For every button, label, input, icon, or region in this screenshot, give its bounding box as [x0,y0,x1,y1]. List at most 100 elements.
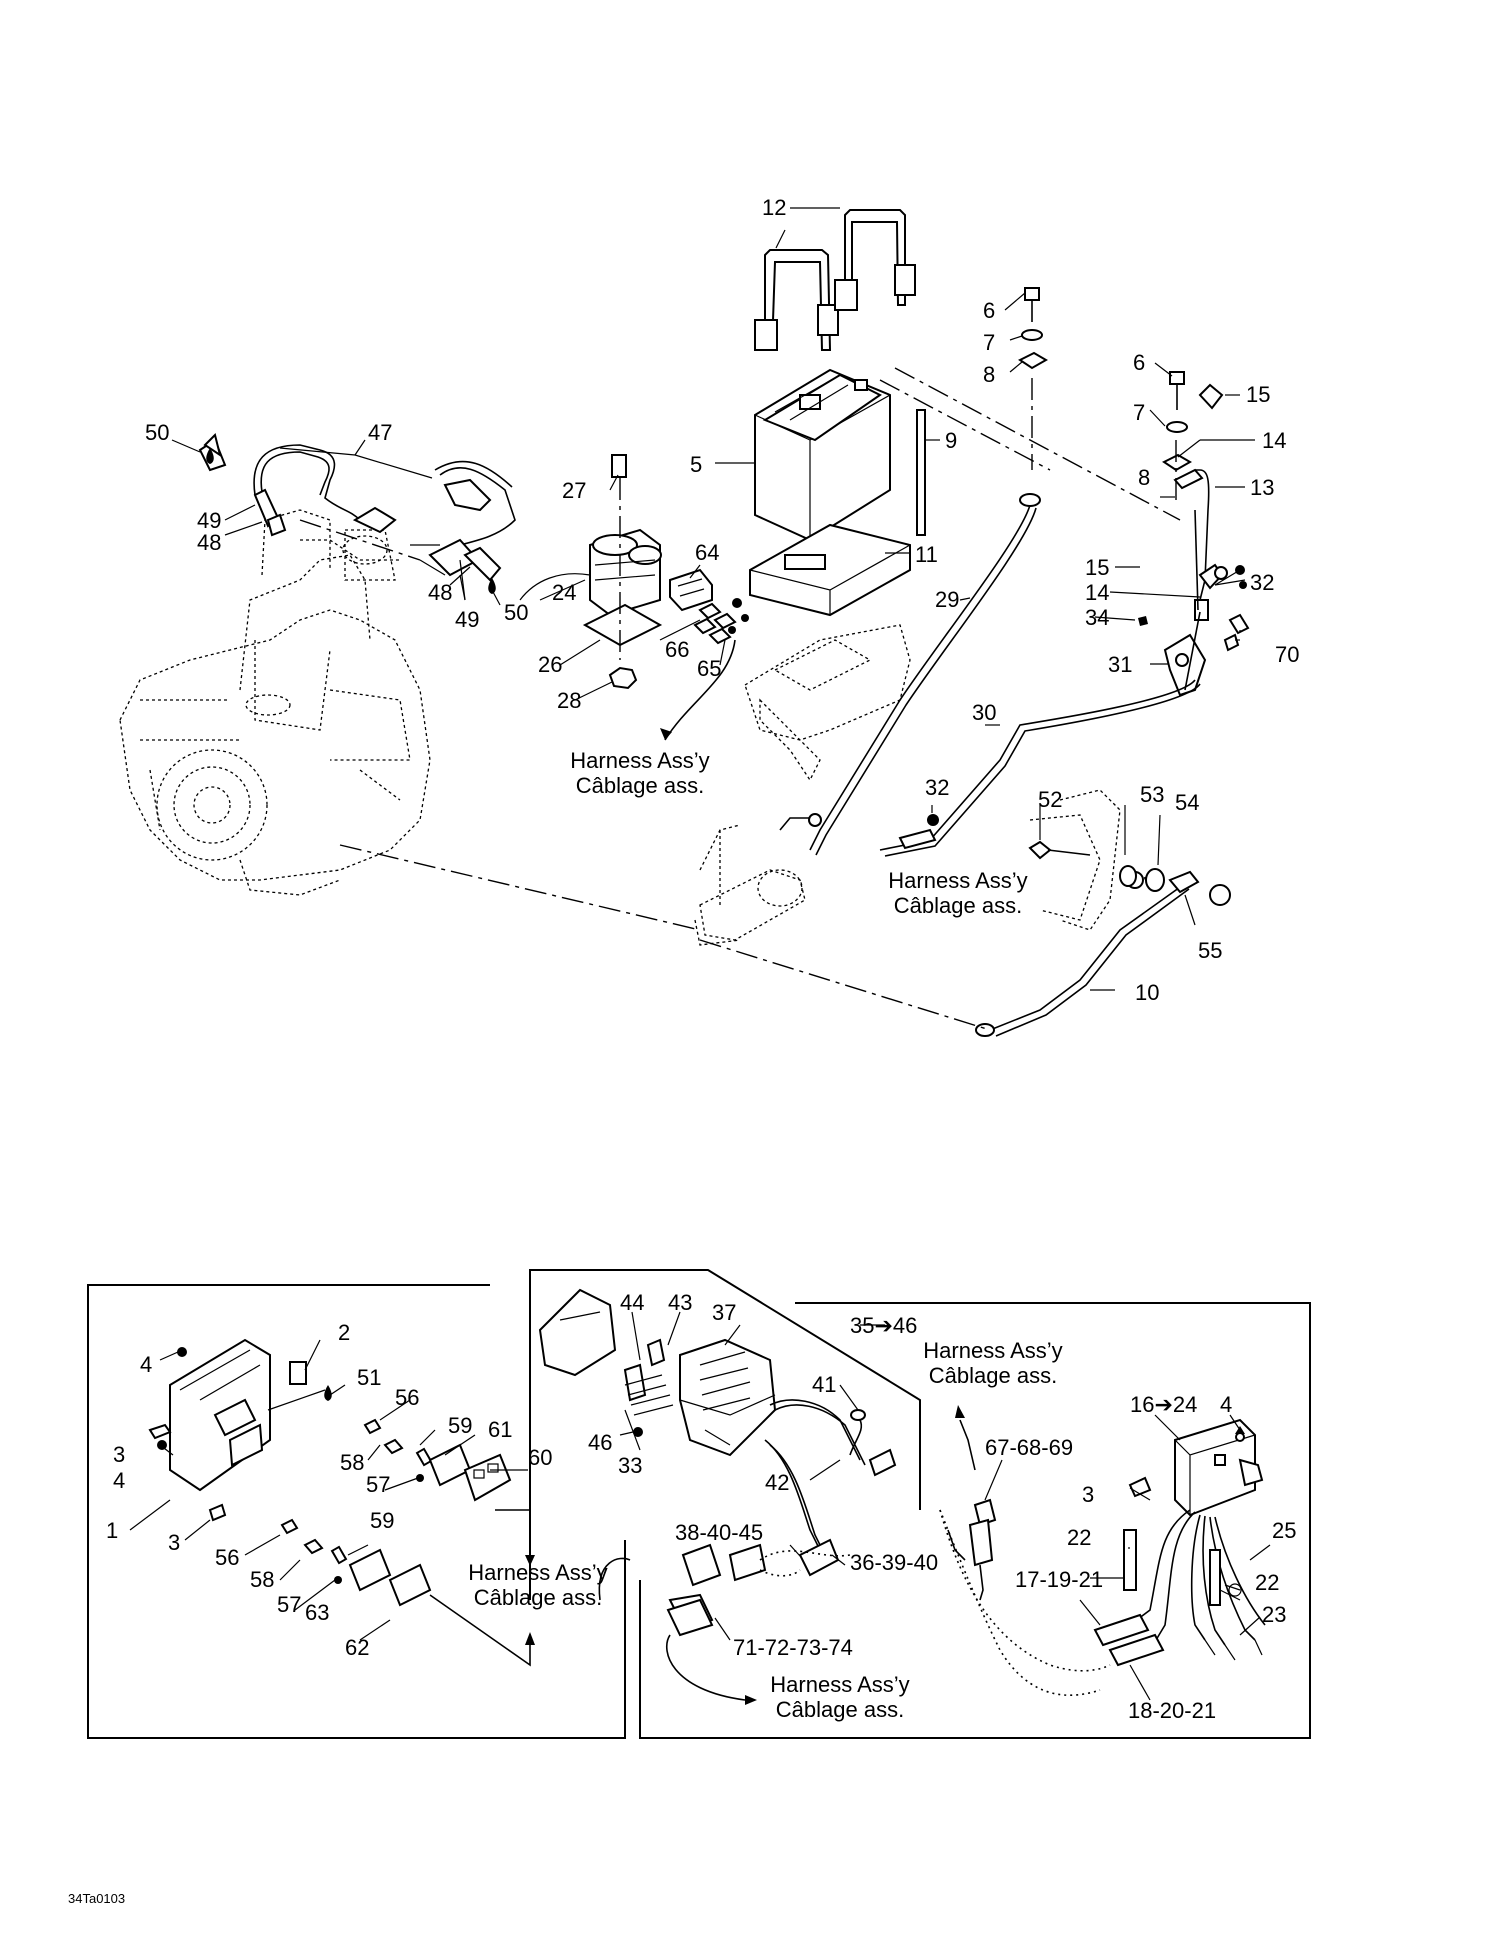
callout-57: 57 [277,1592,301,1617]
callout-50: 50 [504,600,528,625]
callout-27: 27 [562,478,586,503]
harness-notes: Harness Ass’y Câblage ass. Harness Ass’y… [468,748,1062,1722]
callout-11: 11 [915,542,938,567]
callout-52: 52 [1038,787,1062,812]
callout-38-40-45: 38-40-45 [675,1520,763,1545]
callout-64: 64 [695,540,719,565]
harness-note-en: Harness Ass’y [570,748,709,773]
callout-50: 50 [145,420,169,445]
figure-code: 34Ta0103 [68,1891,125,1906]
callout-70: 70 [1275,642,1299,667]
callout-25: 25 [1272,1518,1296,1543]
callout-6: 6 [983,298,995,323]
callout-58: 58 [340,1450,364,1475]
harness-note-en: Harness Ass’y [468,1560,607,1585]
callout-4: 4 [140,1352,152,1377]
callout-42: 42 [765,1470,789,1495]
callout-53: 53 [1140,782,1164,807]
callout-4: 4 [113,1468,125,1493]
callout-67-68-69: 67-68-69 [985,1435,1073,1460]
callout-49: 49 [197,508,221,533]
callout-35-46: 35➔46 [850,1313,917,1338]
harness-note-fr: Câblage ass. [894,893,1022,918]
callout-71-72-73-74: 71-72-73-74 [733,1635,853,1660]
callout-55: 55 [1198,938,1222,963]
ignition-coil [582,454,663,690]
callout-7: 7 [983,330,995,355]
callout-48: 48 [428,580,452,605]
callout-15: 15 [1246,382,1270,407]
callout-24: 24 [552,580,576,605]
callout-6: 6 [1133,350,1145,375]
callout-37: 37 [712,1300,736,1325]
callout-46: 46 [588,1430,612,1455]
battery-tray [749,523,911,617]
callout-4: 4 [1220,1392,1232,1417]
callout-33: 33 [618,1453,642,1478]
callout-8: 8 [983,362,995,387]
callout-65: 65 [697,656,721,681]
engine-assembly [119,509,431,896]
callout-56: 56 [215,1545,239,1570]
callout-54: 54 [1175,790,1199,815]
callout-17-19-21: 17-19-21 [1015,1567,1103,1592]
callout-3: 3 [168,1530,180,1555]
callout-15: 15 [1085,555,1109,580]
callout-10: 10 [1135,980,1159,1005]
leader-lines [129,207,1271,1701]
callout-58: 58 [250,1567,274,1592]
callout-61: 61 [488,1417,512,1442]
harness-note-fr: Câblage ass. [576,773,704,798]
callout-23: 23 [1262,1602,1286,1627]
harness-note-fr: Câblage ass. [929,1363,1057,1388]
spark-plug-wires [198,433,591,601]
callout-1: 1 [106,1518,118,1543]
callout-36-39-40: 36-39-40 [850,1550,938,1575]
callout-43: 43 [668,1290,692,1315]
callout-26: 26 [538,652,562,677]
callout-14: 14 [1262,428,1286,453]
regulator-harness-panel [529,1269,1311,1739]
callout-32: 32 [1250,570,1274,595]
callout-29: 29 [935,587,959,612]
callout-8: 8 [1138,465,1150,490]
callout-5: 5 [690,452,702,477]
callout-3: 3 [113,1442,125,1467]
callout-44: 44 [620,1290,644,1315]
harness-note-en: Harness Ass’y [770,1672,909,1697]
callout-34: 34 [1085,605,1109,630]
callout-59: 59 [448,1413,472,1438]
callout-48: 48 [197,530,221,555]
harness-note-fr: Câblage ass. [776,1697,904,1722]
callout-13: 13 [1250,475,1274,500]
callout-51: 51 [357,1365,381,1390]
callout-3: 3 [1082,1482,1094,1507]
battery [754,367,1181,542]
cdi-module-panel [87,1284,626,1739]
callout-14: 14 [1085,580,1109,605]
callout-62: 62 [345,1635,369,1660]
ground-hardware [898,814,1165,892]
callout-47: 47 [368,420,392,445]
callout-41: 41 [812,1372,836,1397]
connector-64 [660,568,749,741]
callout-31: 31 [1108,652,1132,677]
callout-63: 63 [305,1600,329,1625]
vent-tube [916,409,926,536]
callout-2: 2 [338,1320,350,1345]
callout-59: 59 [370,1508,394,1533]
callout-66: 66 [665,637,689,662]
callout-56: 56 [395,1385,419,1410]
battery-straps [754,209,916,351]
callout-22: 22 [1067,1525,1091,1550]
callout-28: 28 [557,688,581,713]
callout-12: 12 [762,195,786,220]
callout-60: 60 [528,1445,552,1470]
callout-49: 49 [455,607,479,632]
battery-support [744,624,911,782]
callout-22: 22 [1255,1570,1279,1595]
callout-labels: 12 6 7 8 6 15 7 14 50 47 9 5 27 8 13 49 … [106,195,1299,1723]
callout-7: 7 [1133,400,1145,425]
harness-note-fr: Câblage ass. [474,1585,602,1610]
